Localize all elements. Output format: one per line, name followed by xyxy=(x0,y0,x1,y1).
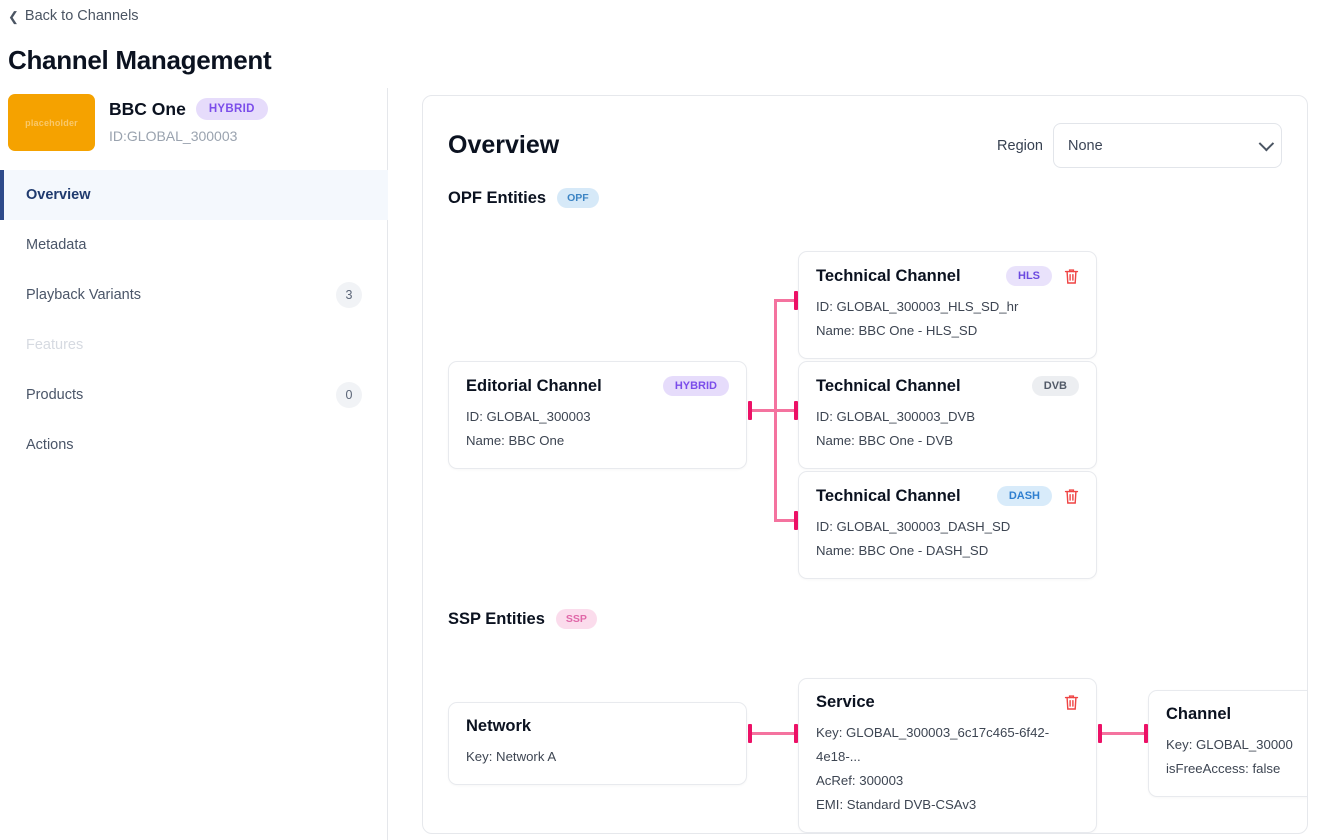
card-title: Technical Channel xyxy=(816,266,961,285)
card-line-acref: AcRef: 300003 xyxy=(816,773,904,788)
card-line-key: Key: Network A xyxy=(466,749,557,764)
back-to-channels-link[interactable]: ❮ Back to Channels xyxy=(8,8,139,24)
panel-header: Overview Region None xyxy=(448,123,1282,168)
ssp-section-title: SSP Entities xyxy=(448,609,545,628)
entity-card-technical-channel-dvb[interactable]: Technical Channel DVB ID: GLOBAL_300003_… xyxy=(798,361,1097,469)
channel-name: BBC One xyxy=(109,98,186,119)
connector-cap xyxy=(748,401,752,420)
status-badge: HYBRID xyxy=(195,98,268,120)
connector-cap xyxy=(794,511,798,530)
chevron-left-icon: ❮ xyxy=(8,8,19,24)
region-select[interactable]: None xyxy=(1053,123,1282,168)
entity-card-channel[interactable]: Channel Key: GLOBAL_30000 isFreeAccess: … xyxy=(1148,690,1307,797)
overview-title: Overview xyxy=(448,131,560,159)
entity-card-editorial-channel[interactable]: Editorial Channel HYBRID ID: GLOBAL_3000… xyxy=(448,361,747,469)
connector-service-to-channel xyxy=(1098,732,1148,735)
sidebar-item-features: Features xyxy=(0,320,388,370)
sidebar-item-playback-variants[interactable]: Playback Variants 3 xyxy=(0,270,388,320)
sidebar-item-label: Features xyxy=(26,337,84,353)
card-title: Technical Channel xyxy=(816,376,961,395)
card-line-id: ID: GLOBAL_300003_DASH_SD xyxy=(816,519,1011,534)
card-line-name: Name: BBC One - DVB xyxy=(816,433,954,448)
card-line-name: Name: BBC One - DASH_SD xyxy=(816,543,989,558)
connector-cap xyxy=(794,291,798,310)
delete-icon[interactable] xyxy=(1064,488,1079,505)
sidebar-item-label: Products xyxy=(26,387,84,403)
channel-thumbnail-label: placeholder xyxy=(25,117,78,128)
entity-card-service[interactable]: Service Key: GLOBAL_300003_6c17c465-6f42… xyxy=(798,678,1097,833)
connector-to-hls xyxy=(774,299,798,302)
connector-network-to-service xyxy=(748,732,798,735)
card-line-name: Name: BBC One - HLS_SD xyxy=(816,323,978,338)
sidebar: placeholder BBC One HYBRID ID:GLOBAL_300… xyxy=(0,88,388,840)
connector-cap xyxy=(748,724,752,743)
sidebar-item-metadata[interactable]: Metadata xyxy=(0,220,388,270)
sidebar-item-products[interactable]: Products 0 xyxy=(0,370,388,420)
card-badge: DASH xyxy=(996,486,1052,506)
ssp-badge: SSP xyxy=(555,609,597,629)
card-line-key: Key: GLOBAL_30000 xyxy=(1166,737,1293,752)
card-line-id: ID: GLOBAL_300003_DVB xyxy=(816,409,976,424)
ssp-section-header: SSP Entities SSP xyxy=(448,609,597,629)
entity-card-technical-channel-hls[interactable]: Technical Channel HLS ID: GLOBAL_300003_… xyxy=(798,251,1097,359)
card-line-name: Name: BBC One xyxy=(466,433,565,448)
sidebar-item-label: Metadata xyxy=(26,237,87,253)
sidebar-item-label: Overview xyxy=(26,187,91,203)
sidebar-item-overview[interactable]: Overview xyxy=(0,170,388,220)
card-line-isfreeaccess: isFreeAccess: false xyxy=(1166,761,1281,776)
entity-card-network[interactable]: Network Key: Network A xyxy=(448,702,747,785)
chevron-down-icon xyxy=(1258,135,1275,151)
connector-cap xyxy=(794,724,798,743)
region-filter: Region None xyxy=(997,123,1282,168)
sidebar-item-count: 0 xyxy=(336,382,362,408)
connector-cap xyxy=(1098,724,1102,743)
connector-spine xyxy=(774,299,777,521)
connector-to-dash xyxy=(774,519,798,522)
page-title: Channel Management xyxy=(8,45,272,75)
card-badge: DVB xyxy=(1031,376,1079,396)
card-line-key: Key: GLOBAL_300003_6c17c465-6f42-4e18-..… xyxy=(816,725,1050,764)
card-title: Network xyxy=(466,717,532,735)
connector-cap xyxy=(794,401,798,420)
card-title: Service xyxy=(816,693,875,711)
sidebar-item-actions[interactable]: Actions xyxy=(0,420,388,470)
card-badge: HYBRID xyxy=(662,376,729,396)
opf-section-title: OPF Entities xyxy=(448,188,547,207)
back-to-channels-label: Back to Channels xyxy=(24,8,139,24)
sidebar-item-label: Playback Variants xyxy=(26,287,141,303)
channel-thumbnail: placeholder xyxy=(8,94,95,151)
opf-badge: OPF xyxy=(557,188,599,208)
card-title: Channel xyxy=(1166,705,1232,723)
channel-id: ID:GLOBAL_300003 xyxy=(109,128,238,144)
connector-editorial-to-dvb xyxy=(748,409,798,412)
sidebar-item-count: 3 xyxy=(336,282,362,308)
entity-card-technical-channel-dash[interactable]: Technical Channel DASH ID: GLOBAL_300003… xyxy=(798,471,1097,579)
channel-summary: placeholder BBC One HYBRID ID:GLOBAL_300… xyxy=(8,94,268,151)
card-line-id: ID: GLOBAL_300003 xyxy=(466,409,591,424)
region-label: Region xyxy=(997,137,1043,154)
overview-panel: Overview Region None OPF Entities OPF Ed… xyxy=(422,95,1308,834)
card-badge: HLS xyxy=(1006,266,1052,286)
delete-icon[interactable] xyxy=(1064,268,1079,285)
card-title: Editorial Channel xyxy=(466,376,602,395)
opf-section-header: OPF Entities OPF xyxy=(448,188,599,208)
card-title: Technical Channel xyxy=(816,486,961,505)
sidebar-item-label: Actions xyxy=(26,437,74,453)
card-line-emi: EMI: Standard DVB-CSAv3 xyxy=(816,797,977,812)
sidebar-nav: Overview Metadata Playback Variants 3 Fe… xyxy=(0,170,388,470)
delete-icon[interactable] xyxy=(1064,694,1079,711)
connector-cap xyxy=(1144,724,1148,743)
region-select-value: None xyxy=(1068,137,1103,154)
card-line-id: ID: GLOBAL_300003_HLS_SD_hr xyxy=(816,299,1019,314)
